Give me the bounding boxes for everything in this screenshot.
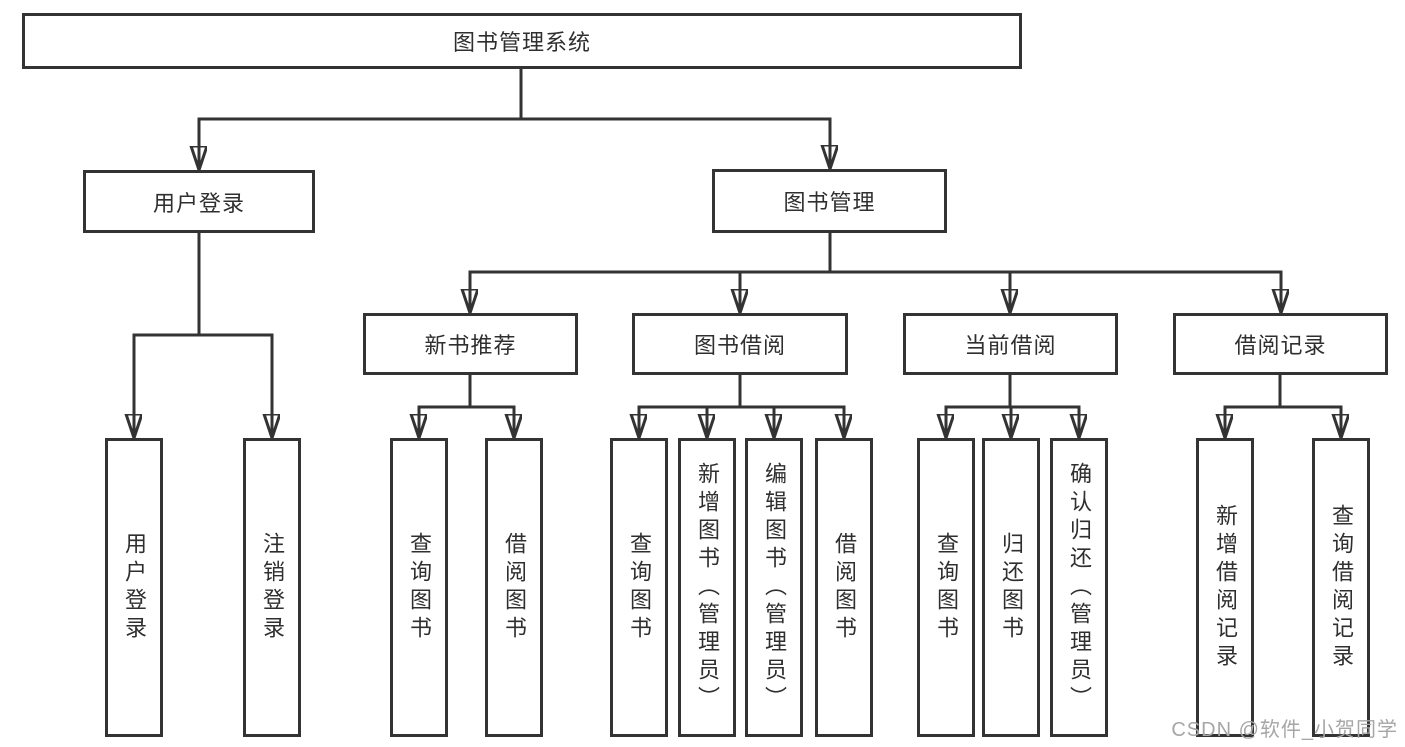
- leaf-current-confirm-return-admin: 确认归还（管理员）: [1050, 438, 1108, 737]
- leaf-user-login-label: 用户登录: [122, 531, 147, 644]
- leaf-borrow-add-books-admin-label: 新增图书（管理员）: [695, 461, 720, 714]
- leaf-borrow-query-books: 查询图书: [610, 438, 668, 737]
- leaf-borrow-borrow-books-label: 借阅图书: [832, 531, 857, 644]
- leaf-current-return-books: 归还图书: [982, 438, 1040, 737]
- leaf-borrow-add-books-admin: 新增图书（管理员）: [678, 438, 736, 737]
- leaf-recommend-query-books-label: 查询图书: [407, 531, 432, 644]
- leaf-recommend-borrow-books-label: 借阅图书: [502, 531, 527, 644]
- leaf-records-query-record-label: 查询借阅记录: [1329, 503, 1354, 672]
- leaf-logout-label: 注销登录: [260, 531, 285, 644]
- leaf-borrow-edit-books-admin: 编辑图书（管理员）: [745, 438, 803, 737]
- csdn-watermark: CSDN @软件_小贺同学: [1171, 719, 1398, 741]
- leaf-records-add-record: 新增借阅记录: [1196, 438, 1254, 737]
- leaf-current-return-books-label: 归还图书: [999, 531, 1024, 644]
- leaf-logout: 注销登录: [243, 438, 301, 737]
- leaf-current-confirm-return-admin-label: 确认归还（管理员）: [1067, 461, 1092, 714]
- node-library-management-system: 图书管理系统: [22, 13, 1022, 69]
- node-current-borrowing: 当前借阅: [903, 313, 1118, 375]
- node-new-book-recommendation: 新书推荐: [363, 313, 578, 375]
- leaf-records-add-record-label: 新增借阅记录: [1213, 503, 1238, 672]
- leaf-borrow-borrow-books: 借阅图书: [815, 438, 873, 737]
- leaf-records-query-record: 查询借阅记录: [1312, 438, 1370, 737]
- leaf-borrow-query-books-label: 查询图书: [627, 531, 652, 644]
- leaf-recommend-borrow-books: 借阅图书: [485, 438, 543, 737]
- leaf-current-query-books-label: 查询图书: [934, 531, 959, 644]
- node-user-login-branch: 用户登录: [83, 170, 315, 233]
- leaf-borrow-edit-books-admin-label: 编辑图书（管理员）: [762, 461, 787, 714]
- node-book-management-branch: 图书管理: [712, 169, 947, 233]
- node-borrowing-records: 借阅记录: [1173, 313, 1388, 375]
- node-book-borrowing: 图书借阅: [632, 313, 848, 375]
- leaf-recommend-query-books: 查询图书: [390, 438, 448, 737]
- leaf-user-login: 用户登录: [105, 438, 163, 737]
- leaf-current-query-books: 查询图书: [917, 438, 975, 737]
